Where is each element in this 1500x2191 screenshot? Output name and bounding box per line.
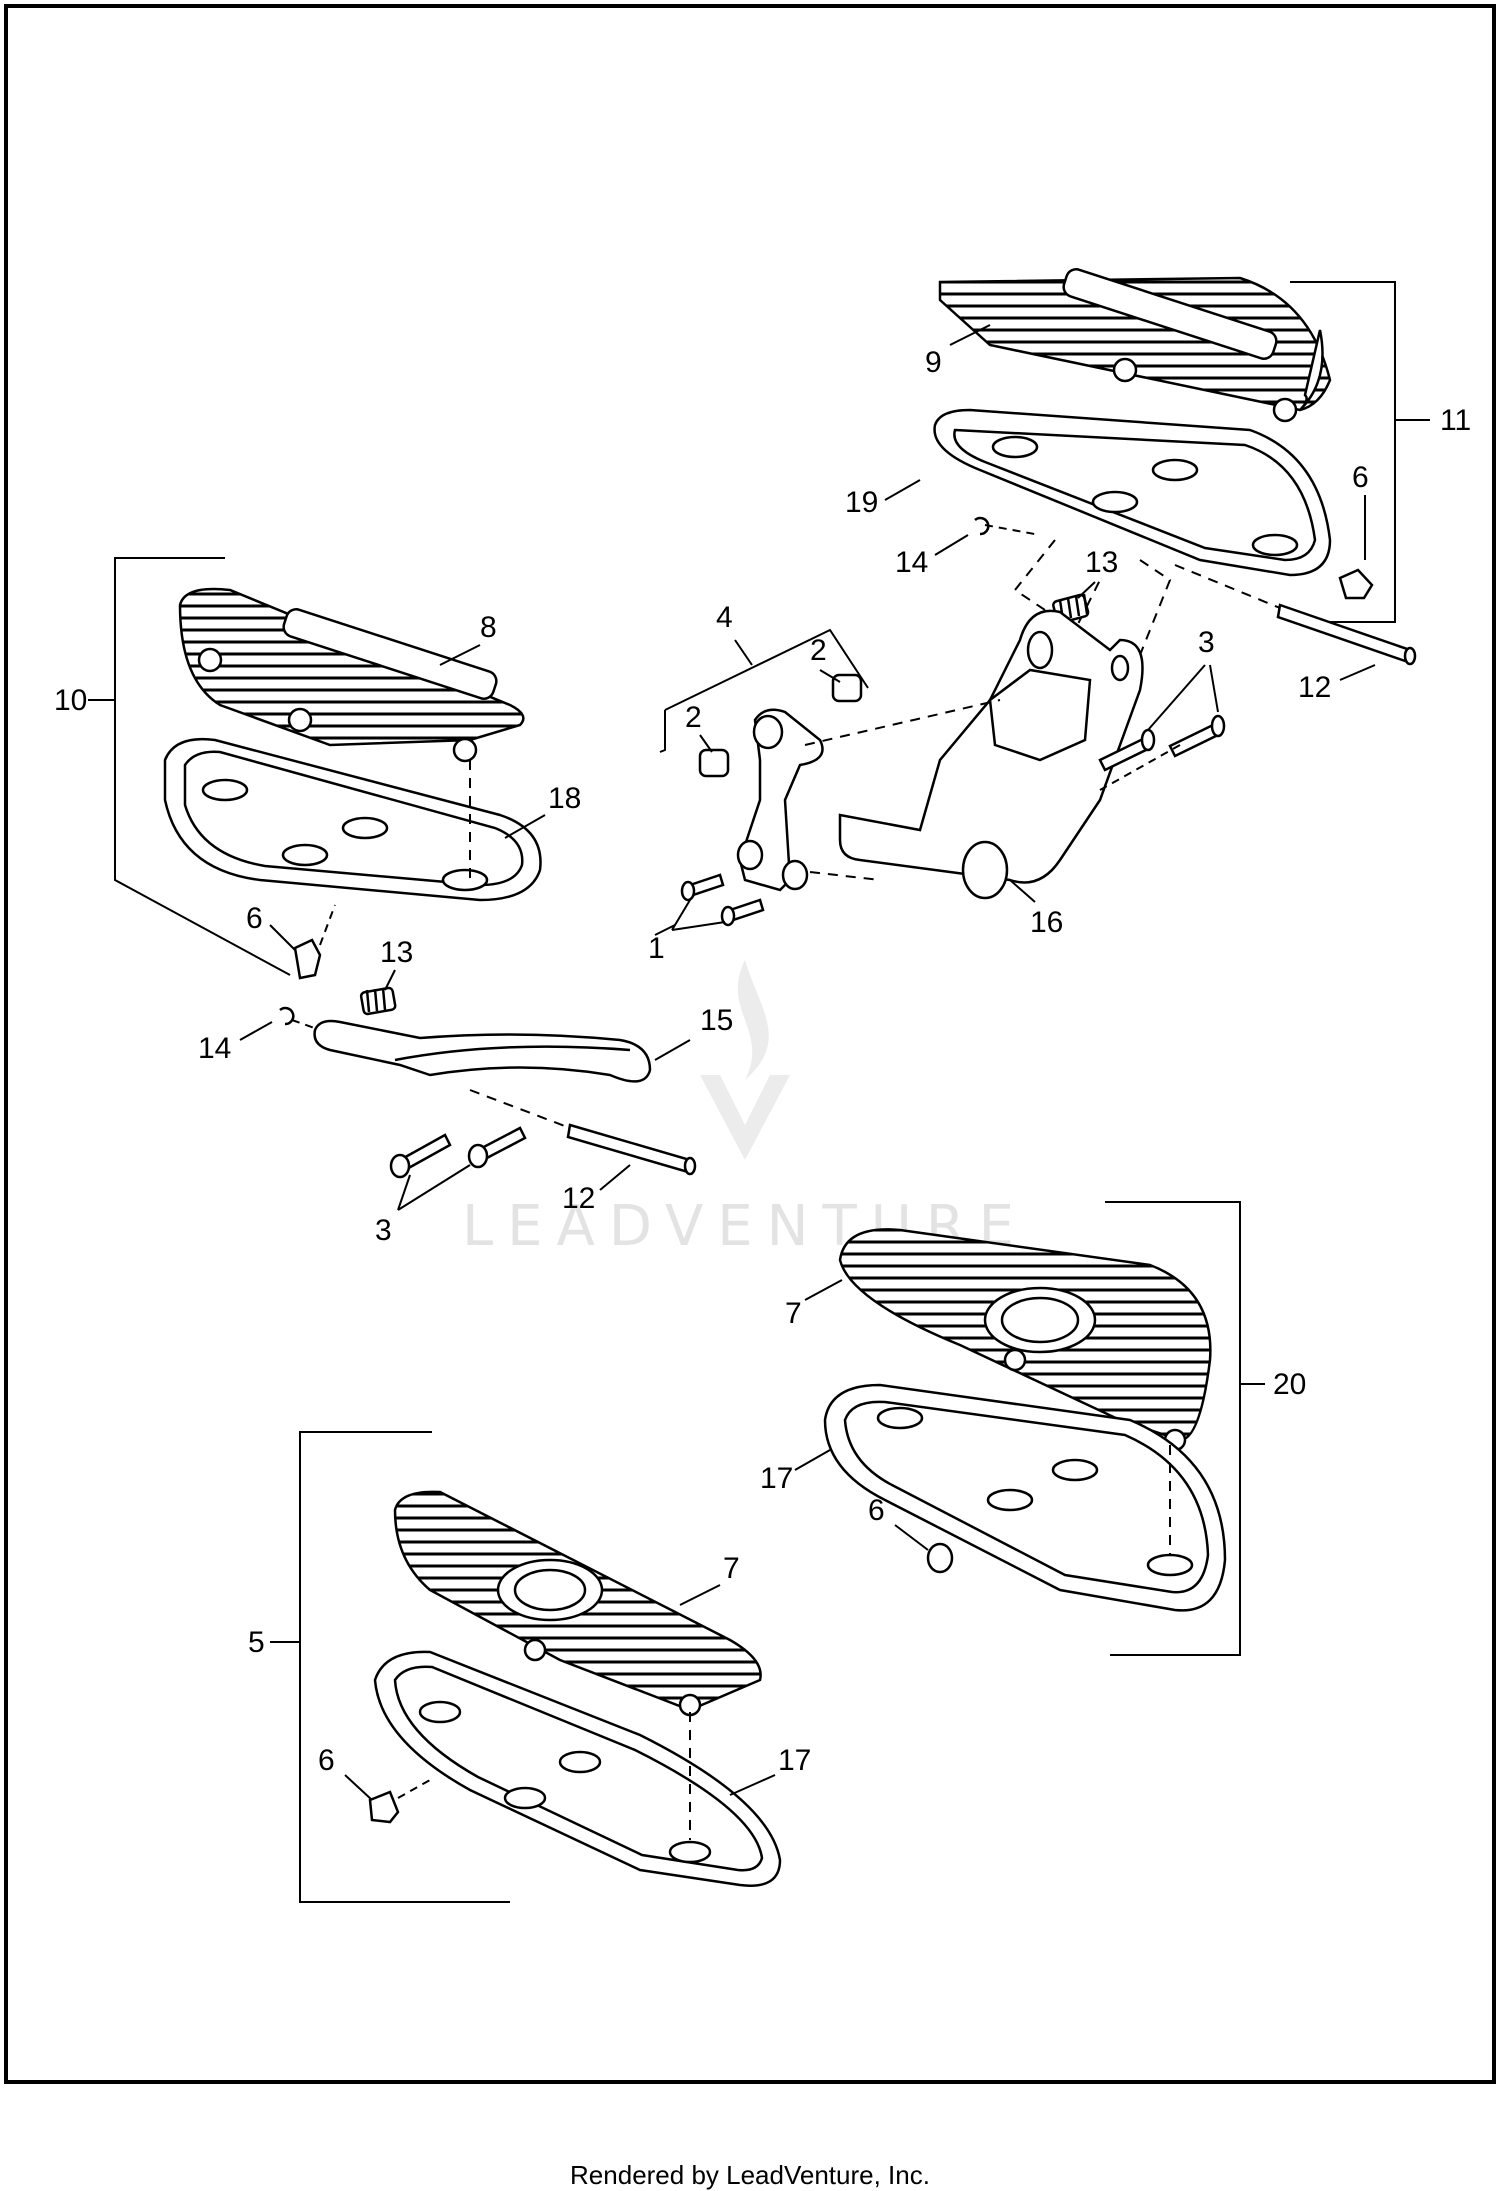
part-15-pivot-arm [313, 1019, 652, 1083]
part-17-footboard-frame-right [823, 1383, 1227, 1612]
callout-11: 11 [1440, 404, 1471, 437]
part-18-footboard-frame-left [163, 737, 542, 902]
footer-credit: Rendered by LeadVenture, Inc. [570, 2160, 930, 2190]
callout-18: 18 [548, 782, 581, 815]
part-19-footboard-frame [933, 408, 1332, 577]
part-6-nut-right-middle [926, 1542, 954, 1574]
callout-3-left: 3 [375, 1214, 392, 1247]
callout-14-left: 14 [198, 1032, 231, 1065]
callout-10: 10 [54, 684, 87, 717]
bracket-20 [1105, 1201, 1241, 1656]
part-16-mounting-bracket [838, 609, 1144, 900]
callout-17-right: 17 [760, 1462, 793, 1495]
part-9-footboard-pad [938, 268, 1332, 423]
callout-12-top-right: 12 [1298, 671, 1331, 704]
callout-12-left: 12 [562, 1182, 595, 1215]
part-7-footboard-pad-right [838, 1228, 1212, 1452]
callout-4: 4 [716, 601, 733, 634]
callout-16: 16 [1030, 906, 1063, 939]
watermark: LEADVENTURE [462, 960, 1014, 1259]
callout-9: 9 [925, 346, 942, 379]
callout-5: 5 [248, 1626, 265, 1659]
callout-2-left: 2 [685, 701, 702, 734]
part-3-bolts-left [389, 1126, 527, 1179]
part-12-pin-left [566, 1123, 697, 1176]
callout-3-top-right: 3 [1198, 626, 1215, 659]
part-6-nut-top-right [1338, 568, 1374, 600]
callout-6-right-middle: 6 [868, 1494, 885, 1527]
part-12-pin-top-right [1276, 603, 1417, 666]
callout-7-right: 7 [785, 1297, 802, 1330]
part-13-spring-left [359, 986, 397, 1016]
callout-2-right: 2 [810, 634, 827, 667]
part-14-clip-top [974, 516, 990, 536]
callout-6-left: 6 [246, 902, 263, 935]
callout-14-top: 14 [895, 546, 928, 579]
callout-8: 8 [480, 611, 497, 644]
callout-7-left: 7 [723, 1552, 740, 1585]
part-6-nut-bottom-left [368, 1790, 400, 1824]
diagram-frame [4, 4, 1496, 2084]
part-7-footboard-pad-left [393, 1490, 762, 1717]
part-8-footboard-pad-left [178, 587, 525, 763]
callout-15: 15 [700, 1004, 733, 1037]
callout-6-top-right: 6 [1352, 461, 1369, 494]
callout-20: 20 [1273, 1368, 1306, 1401]
bracket-5 [299, 1431, 510, 1903]
part-14-clip-left [279, 1006, 295, 1026]
callout-13-top: 13 [1085, 546, 1118, 579]
part-6-nut-left [293, 938, 322, 980]
part-4-arm [736, 708, 824, 892]
callout-19: 19 [845, 486, 878, 519]
part-17-footboard-frame-left [373, 1650, 782, 1887]
part-2-bushing-right [831, 673, 863, 703]
callout-1: 1 [648, 932, 665, 965]
bracket-10 [114, 557, 291, 976]
part-1-screws [680, 873, 765, 927]
part-2-bushing-left [698, 748, 730, 778]
callout-17-left: 17 [778, 1744, 811, 1777]
part-3-bolts-top-right [1098, 714, 1226, 772]
callout-6-bottom-left: 6 [318, 1744, 335, 1777]
callout-13-left: 13 [380, 936, 413, 969]
bracket-11 [1290, 281, 1396, 623]
